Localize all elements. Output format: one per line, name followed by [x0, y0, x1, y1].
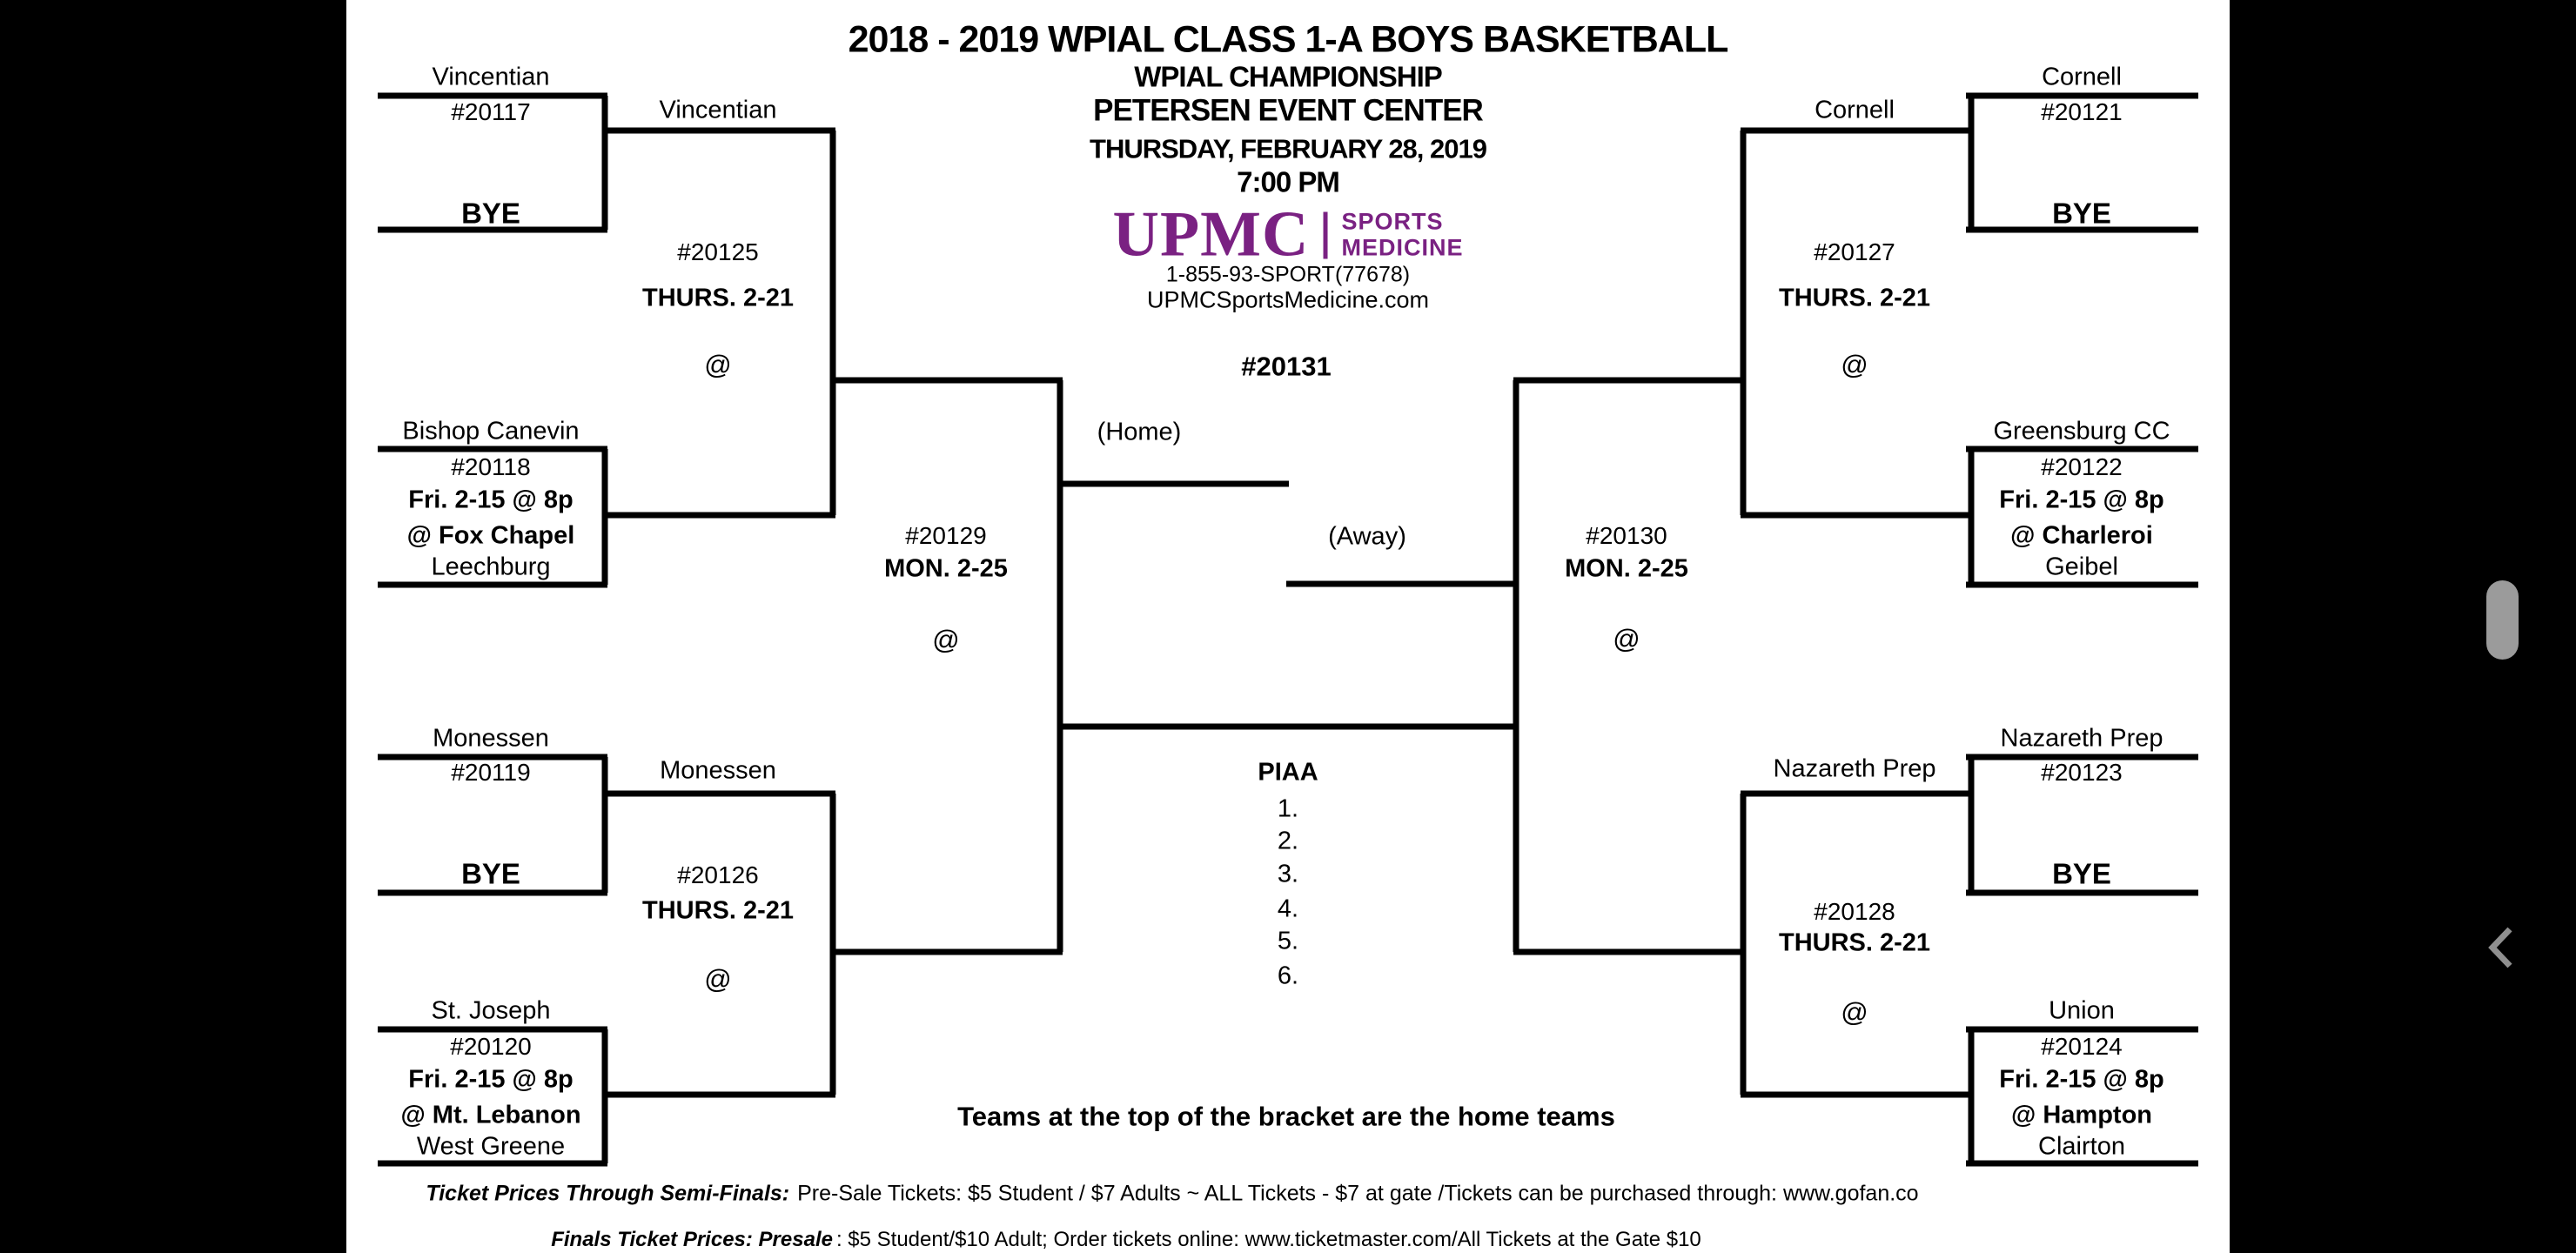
team-label: Vincentian	[432, 63, 550, 91]
bye-label: BYE	[461, 857, 520, 890]
team-label: West Greene	[416, 1132, 566, 1161]
game-date: THURS. 2-21	[1778, 928, 1931, 957]
back-chevron-icon[interactable]	[2487, 925, 2517, 970]
piaa-slot: 6.	[1277, 962, 1299, 990]
sponsor-tagline-line2: MEDICINE	[1341, 234, 1464, 260]
game-date: Fri. 2-15 @ 8p	[1999, 1065, 2164, 1094]
game-number: #20118	[451, 453, 531, 480]
piaa-slot: 1.	[1277, 794, 1299, 823]
game-date: THURS. 2-21	[641, 896, 795, 925]
game-date: Fri. 2-15 @ 8p	[1999, 486, 2164, 514]
away-slot-label: (Away)	[1328, 522, 1406, 551]
game-site: @ Charleroi	[2010, 521, 2153, 550]
game-date: Fri. 2-15 @ 8p	[408, 486, 574, 514]
team-label: Nazareth Prep	[2000, 724, 2163, 753]
game-date: MON. 2-25	[1565, 554, 1688, 583]
game-number: #20124	[2041, 1033, 2123, 1060]
piaa-title: PIAA	[1258, 758, 1318, 787]
event-date: THURSDAY, FEBRUARY 28, 2019	[1090, 133, 1487, 164]
piaa-slot: 3.	[1277, 860, 1299, 888]
game-site-at: @	[704, 963, 732, 995]
ticket-finals-label: Finals Ticket Prices: Presale	[551, 1228, 833, 1251]
bye-label: BYE	[2052, 857, 2111, 890]
upmc-wordmark: UPMC	[1112, 198, 1310, 271]
piaa-slot: 2.	[1277, 827, 1299, 855]
game-date: THURS. 2-21	[641, 284, 795, 312]
event-title: WPIAL CHAMPIONSHIP	[1134, 60, 1443, 93]
sponsor-phone: 1-855-93-SPORT(77678)	[1165, 262, 1411, 287]
bye-label: BYE	[2052, 197, 2111, 230]
ticket-prices-semifinals: Ticket Prices Through Semi-Finals: Pre-Sa…	[426, 1182, 1918, 1207]
scrollbar-thumb[interactable]	[2486, 580, 2519, 660]
game-site: @ Hampton	[2011, 1101, 2152, 1129]
bracket-lines	[378, 92, 2198, 1167]
team-label: Clairton	[2038, 1132, 2125, 1161]
ticket-semis-text: Pre-Sale Tickets: $5 Student / $7 Adults…	[797, 1181, 1919, 1206]
game-number: #20117	[451, 98, 531, 125]
sponsor-tagline: SPORTS MEDICINE	[1341, 208, 1464, 260]
game-number: #20122	[2041, 453, 2123, 480]
game-site-at: @	[1613, 623, 1640, 654]
game-number: #20126	[677, 861, 759, 888]
bye-label: BYE	[461, 197, 520, 230]
team-label: Union	[2049, 996, 2115, 1025]
sponsor-website: UPMCSportsMedicine.com	[1146, 286, 1430, 313]
game-site-at: @	[704, 349, 732, 380]
page-title: 2018 - 2019 WPIAL CLASS 1-A BOYS BASKETB…	[848, 18, 1729, 61]
game-site-at: @	[932, 624, 960, 655]
venue-title: PETERSEN EVENT CENTER	[1093, 93, 1484, 128]
team-label: Cornell	[2042, 63, 2122, 91]
game-number: #20119	[451, 759, 531, 786]
bracket-page: 2018 - 2019 WPIAL CLASS 1-A BOYS BASKETB…	[346, 0, 2230, 1253]
ticket-finals-text: : $5 Student/$10 Adult; Order tickets on…	[835, 1228, 1701, 1251]
team-label: Monessen	[433, 724, 549, 753]
piaa-slot: 4.	[1277, 895, 1299, 923]
game-number: #20120	[450, 1033, 532, 1060]
ticket-prices-finals: Finals Ticket Prices: Presale: $5 Studen…	[551, 1228, 1701, 1252]
game-number: #20130	[1586, 522, 1667, 549]
upmc-logo: UPMC SPORTS MEDICINE	[1113, 198, 1464, 272]
game-number: #20128	[1814, 898, 1895, 925]
team-label: Geibel	[2045, 553, 2118, 581]
team-label: Monessen	[660, 756, 776, 785]
game-number: #20127	[1814, 238, 1895, 265]
championship-game-number: #20131	[1241, 351, 1332, 382]
game-number: #20121	[2041, 98, 2123, 125]
game-number: #20123	[2041, 759, 2123, 786]
game-number: #20129	[905, 522, 987, 549]
team-label: Bishop Canevin	[402, 417, 580, 446]
team-label: St. Joseph	[431, 996, 551, 1025]
game-date: THURS. 2-21	[1778, 284, 1931, 312]
home-teams-note: Teams at the top of the bracket are the …	[957, 1101, 1615, 1132]
team-label: Greensburg CC	[1993, 417, 2170, 446]
home-slot-label: (Home)	[1097, 418, 1182, 446]
team-label: Cornell	[1815, 96, 1895, 124]
upmc-divider-bar	[1323, 211, 1328, 258]
sponsor-tagline-line1: SPORTS	[1341, 208, 1444, 235]
game-date: MON. 2-25	[884, 554, 1008, 583]
piaa-slot: 5.	[1277, 927, 1299, 955]
game-site-at: @	[1841, 349, 1868, 380]
game-site: @ Mt. Lebanon	[400, 1101, 581, 1129]
team-label: Leechburg	[431, 553, 551, 581]
team-label: Nazareth Prep	[1773, 754, 1936, 783]
game-date: Fri. 2-15 @ 8p	[408, 1065, 574, 1094]
game-number: #20125	[677, 238, 759, 265]
event-time: 7:00 PM	[1237, 165, 1340, 198]
game-site-at: @	[1841, 996, 1868, 1028]
game-site: @ Fox Chapel	[406, 521, 575, 550]
ticket-semis-label: Ticket Prices Through Semi-Finals:	[426, 1181, 790, 1206]
team-label: Vincentian	[659, 96, 777, 124]
